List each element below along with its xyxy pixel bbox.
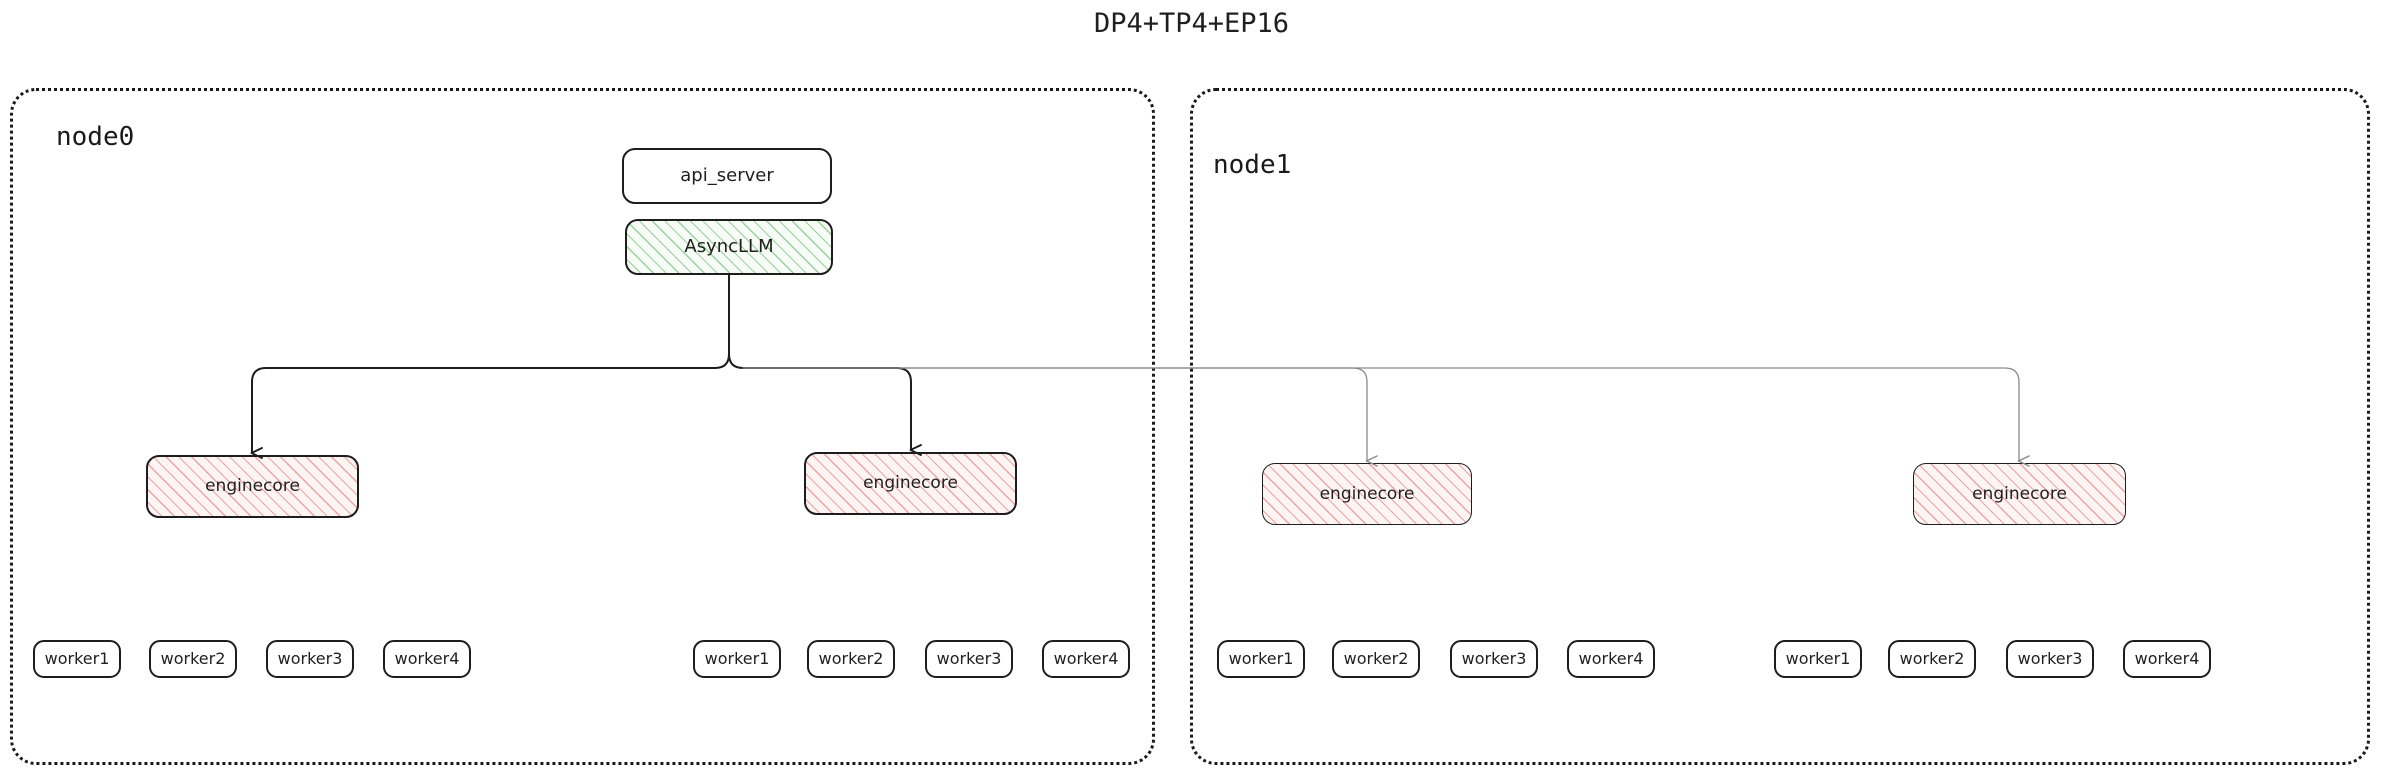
worker-box-node1-1-2[interactable]: worker3 [2006,640,2094,678]
worker-label: worker2 [1343,649,1409,668]
worker-label: worker2 [818,649,884,668]
enginecore-label: enginecore [863,473,958,493]
worker-box-node0-1-1[interactable]: worker2 [807,640,895,678]
api-server-label: api_server [680,165,774,186]
enginecore-box-node1-0[interactable]: enginecore [1262,463,1472,525]
api-server-box[interactable]: api_server [622,148,832,204]
node-label-node1: node1 [1213,150,1292,180]
worker-box-node1-1-3[interactable]: worker4 [2123,640,2211,678]
worker-box-node0-0-1[interactable]: worker2 [149,640,237,678]
worker-label: worker2 [160,649,226,668]
worker-box-node1-0-3[interactable]: worker4 [1567,640,1655,678]
worker-label: worker3 [1461,649,1527,668]
node-label-node0: node0 [56,122,135,152]
enginecore-label: enginecore [205,476,300,496]
worker-box-node0-0-2[interactable]: worker3 [266,640,354,678]
worker-box-node1-0-1[interactable]: worker2 [1332,640,1420,678]
worker-label: worker4 [394,649,460,668]
enginecore-box-node1-1[interactable]: enginecore [1913,463,2126,525]
worker-box-node0-1-3[interactable]: worker4 [1042,640,1130,678]
worker-label: worker1 [1785,649,1851,668]
worker-label: worker4 [1053,649,1119,668]
worker-box-node0-1-2[interactable]: worker3 [925,640,1013,678]
worker-label: worker1 [1228,649,1294,668]
async-llm-box[interactable]: AsyncLLM [625,219,833,275]
enginecore-box-node0-1[interactable]: enginecore [804,452,1017,515]
enginecore-label: enginecore [1319,483,1415,504]
page-title: DP4+TP4+EP16 [1093,8,1290,39]
worker-label: worker4 [2134,649,2200,668]
async-llm-label: AsyncLLM [684,236,774,257]
worker-label: worker4 [1578,649,1644,668]
worker-label: worker1 [704,649,770,668]
worker-box-node1-1-1[interactable]: worker2 [1888,640,1976,678]
worker-label: worker3 [2017,649,2083,668]
worker-label: worker1 [44,649,110,668]
worker-box-node0-0-0[interactable]: worker1 [33,640,121,678]
worker-label: worker2 [1899,649,1965,668]
worker-label: worker3 [936,649,1002,668]
worker-box-node1-1-0[interactable]: worker1 [1774,640,1862,678]
enginecore-label: enginecore [1972,483,2067,504]
enginecore-box-node0-0[interactable]: enginecore [146,455,359,518]
worker-label: worker3 [277,649,343,668]
worker-box-node0-0-3[interactable]: worker4 [383,640,471,678]
worker-box-node1-0-0[interactable]: worker1 [1217,640,1305,678]
worker-box-node1-0-2[interactable]: worker3 [1450,640,1538,678]
worker-box-node0-1-0[interactable]: worker1 [693,640,781,678]
